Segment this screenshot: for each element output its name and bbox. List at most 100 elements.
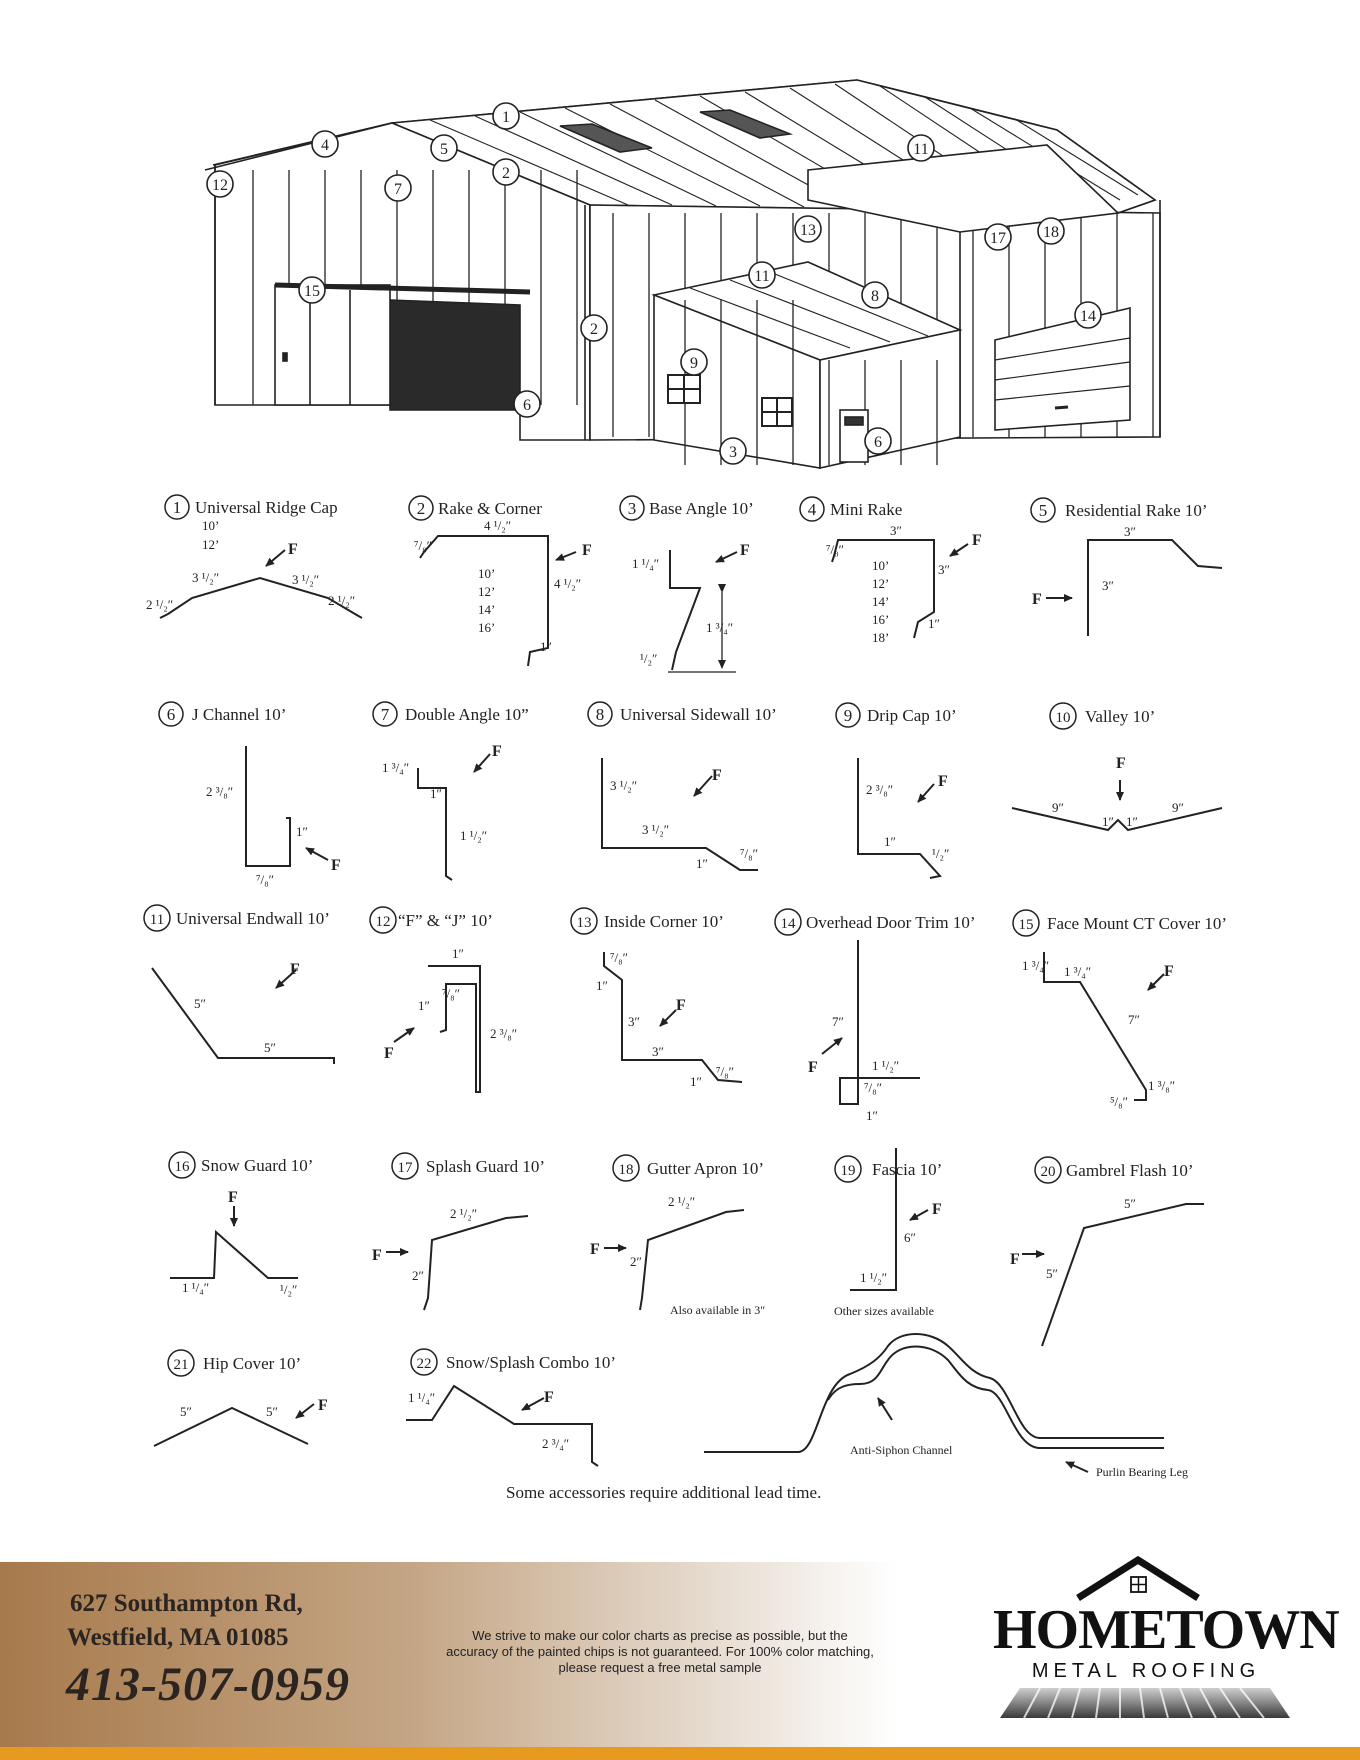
svg-text:4 ¹/₂″: 4 ¹/₂″ bbox=[484, 518, 511, 533]
svg-text:10: 10 bbox=[1056, 710, 1071, 726]
svg-text:3: 3 bbox=[628, 499, 637, 518]
svg-text:J Channel 10’: J Channel 10’ bbox=[192, 705, 286, 724]
svg-text:1 ³/₈″: 1 ³/₈″ bbox=[1148, 1078, 1175, 1093]
svg-text:1 ¹/₄″: 1 ¹/₄″ bbox=[182, 1280, 209, 1295]
callout-15: 15 bbox=[298, 276, 326, 304]
svg-text:F: F bbox=[590, 1241, 600, 1258]
notes: Also available in 3″ Other sizes availab… bbox=[506, 1303, 1188, 1502]
svg-text:F: F bbox=[492, 743, 502, 760]
svg-text:6: 6 bbox=[523, 397, 531, 414]
svg-text:1″: 1″ bbox=[866, 1108, 878, 1123]
svg-text:7″: 7″ bbox=[1128, 1012, 1140, 1027]
force-labels: F F F F F F F F F F F F F F F F F F F F … bbox=[228, 532, 1174, 1414]
svg-text:Snow Guard 10’: Snow Guard 10’ bbox=[201, 1156, 313, 1175]
svg-text:3 ¹/₂″: 3 ¹/₂″ bbox=[610, 778, 637, 793]
svg-text:11: 11 bbox=[150, 912, 164, 928]
svg-text:20: 20 bbox=[1041, 1164, 1056, 1180]
svg-text:Fascia 10’: Fascia 10’ bbox=[872, 1160, 942, 1179]
callout-4: 4 bbox=[311, 130, 339, 158]
svg-text:3 ¹/₂″: 3 ¹/₂″ bbox=[292, 572, 319, 587]
svg-text:F: F bbox=[288, 541, 298, 558]
svg-text:5″: 5″ bbox=[194, 996, 206, 1011]
svg-text:2 ³/₈″: 2 ³/₈″ bbox=[490, 1026, 517, 1041]
svg-text:14’: 14’ bbox=[872, 594, 889, 609]
svg-text:Gutter Apron 10’: Gutter Apron 10’ bbox=[647, 1159, 764, 1178]
svg-text:F: F bbox=[938, 773, 948, 790]
svg-text:1″: 1″ bbox=[452, 946, 464, 961]
svg-text:F: F bbox=[1032, 591, 1042, 608]
callout-2a: 2 bbox=[492, 158, 520, 186]
callout-3: 3 bbox=[719, 437, 747, 465]
svg-text:F: F bbox=[290, 961, 300, 978]
brand-subtitle: METAL ROOFING bbox=[1031, 1660, 1261, 1682]
trim-profiles bbox=[151, 535, 1223, 1467]
svg-text:22: 22 bbox=[417, 1356, 432, 1372]
svg-text:F: F bbox=[582, 542, 592, 559]
svg-text:12: 12 bbox=[212, 177, 228, 194]
svg-text:10’: 10’ bbox=[202, 518, 219, 533]
svg-text:F: F bbox=[228, 1189, 238, 1206]
item-12: 12“F” & “J” 10’ bbox=[369, 906, 493, 934]
svg-text:F: F bbox=[1010, 1251, 1020, 1268]
svg-text:2″: 2″ bbox=[412, 1268, 424, 1283]
svg-text:F: F bbox=[676, 997, 686, 1014]
svg-text:F: F bbox=[1116, 755, 1126, 772]
svg-text:1″: 1″ bbox=[696, 856, 708, 871]
svg-text:1 ¹/₂″: 1 ¹/₂″ bbox=[860, 1270, 887, 1285]
svg-text:10’: 10’ bbox=[872, 558, 889, 573]
svg-text:1″: 1″ bbox=[1126, 814, 1138, 829]
footer-stripe bbox=[0, 1747, 1360, 1760]
callout-6a: 6 bbox=[513, 390, 541, 418]
house-roof-icon bbox=[1076, 1555, 1200, 1601]
svg-text:F: F bbox=[331, 857, 341, 874]
svg-text:¹/₂″: ¹/₂″ bbox=[280, 1282, 297, 1297]
callout-11b: 11 bbox=[748, 261, 776, 289]
callout-1: 1 bbox=[492, 102, 520, 130]
svg-text:Universal Sidewall 10’: Universal Sidewall 10’ bbox=[620, 705, 777, 724]
svg-text:9″: 9″ bbox=[1172, 800, 1184, 815]
svg-text:5: 5 bbox=[440, 141, 448, 158]
svg-text:¹/₂″: ¹/₂″ bbox=[932, 846, 949, 861]
callout-11a: 11 bbox=[907, 134, 935, 162]
svg-text:6: 6 bbox=[874, 434, 882, 451]
svg-text:21: 21 bbox=[174, 1357, 189, 1373]
svg-text:3 ¹/₂″: 3 ¹/₂″ bbox=[192, 570, 219, 585]
svg-text:19: 19 bbox=[841, 1163, 856, 1179]
svg-text:14: 14 bbox=[1080, 308, 1096, 325]
callout-9: 9 bbox=[680, 348, 708, 376]
svg-text:1″: 1″ bbox=[690, 1074, 702, 1089]
svg-text:3″: 3″ bbox=[1102, 578, 1114, 593]
svg-text:8: 8 bbox=[596, 705, 605, 724]
svg-text:F: F bbox=[318, 1397, 328, 1414]
svg-text:Hip Cover 10’: Hip Cover 10’ bbox=[203, 1354, 301, 1373]
svg-text:Drip Cap 10’: Drip Cap 10’ bbox=[867, 706, 957, 725]
svg-text:7: 7 bbox=[381, 705, 390, 724]
svg-text:⁷/₈″: ⁷/₈″ bbox=[864, 1080, 882, 1095]
callout-5: 5 bbox=[430, 134, 458, 162]
svg-text:5″: 5″ bbox=[264, 1040, 276, 1055]
svg-text:8: 8 bbox=[871, 288, 879, 305]
building-callouts: 1 2 2 3 4 5 6 6 7 8 9 11 11 12 13 14 15 … bbox=[206, 102, 1102, 465]
svg-text:“F” & “J” 10’: “F” & “J” 10’ bbox=[398, 911, 493, 930]
svg-text:F: F bbox=[384, 1045, 394, 1062]
svg-text:11: 11 bbox=[913, 141, 928, 158]
svg-text:1 ¹/₂″: 1 ¹/₂″ bbox=[872, 1058, 899, 1073]
svg-text:Double Angle 10”: Double Angle 10” bbox=[405, 705, 529, 724]
svg-text:⁷/₈″: ⁷/₈″ bbox=[740, 846, 758, 861]
svg-text:11: 11 bbox=[754, 268, 769, 285]
svg-text:Gambrel Flash 10’: Gambrel Flash 10’ bbox=[1066, 1161, 1193, 1180]
svg-text:⁷/₈″: ⁷/₈″ bbox=[610, 950, 628, 965]
svg-text:Mini Rake: Mini Rake bbox=[830, 500, 902, 519]
callout-8: 8 bbox=[861, 281, 889, 309]
item-20: 20 Gambrel Flash 10’ bbox=[1034, 1156, 1193, 1184]
metal-roof-icon bbox=[1000, 1688, 1290, 1719]
svg-text:⁵/₈″: ⁵/₈″ bbox=[1110, 1094, 1128, 1109]
svg-text:18: 18 bbox=[1043, 224, 1059, 241]
